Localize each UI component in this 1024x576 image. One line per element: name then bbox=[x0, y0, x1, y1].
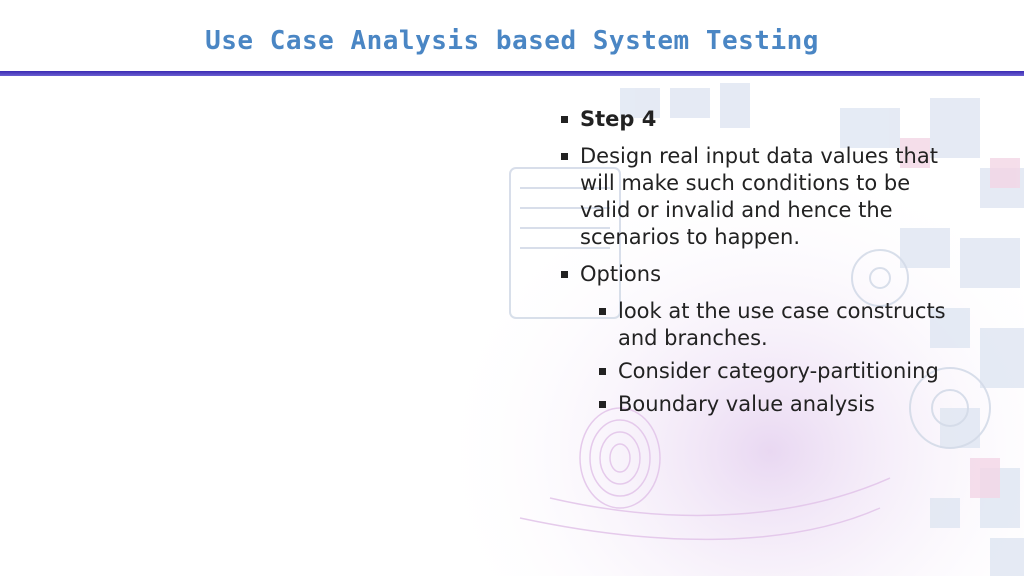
bullet-text: Step 4 bbox=[580, 107, 657, 131]
bullet-square-icon bbox=[561, 116, 568, 123]
sub-bullet-item: look at the use case constructs and bran… bbox=[598, 298, 960, 352]
sub-bullet-text: Boundary value analysis bbox=[618, 392, 875, 416]
sub-bullet-text: Consider category-partitioning bbox=[618, 359, 939, 383]
sub-bullet-item: Consider category-partitioning bbox=[598, 358, 960, 385]
bullet-square-icon bbox=[599, 368, 606, 375]
bullet-square-icon bbox=[599, 308, 606, 315]
bullet-square-icon bbox=[561, 153, 568, 160]
sub-bullet-item: Boundary value analysis bbox=[598, 391, 960, 418]
title-underline bbox=[0, 71, 1024, 76]
sub-bullet-list: look at the use case constructs and bran… bbox=[598, 298, 960, 418]
bullet-item-step: Step 4 bbox=[560, 106, 960, 133]
bullet-square-icon bbox=[561, 271, 568, 278]
bullet-content: Step 4 Design real input data values tha… bbox=[560, 106, 960, 424]
bullet-text: Options bbox=[580, 262, 662, 286]
bullet-square-icon bbox=[599, 401, 606, 408]
sub-bullet-text: look at the use case constructs and bran… bbox=[618, 299, 946, 350]
page-title: Use Case Analysis based System Testing bbox=[205, 26, 819, 56]
tech-collage-background bbox=[460, 78, 1024, 576]
bullet-item-design: Design real input data values that will … bbox=[560, 143, 960, 251]
bullet-list: Step 4 Design real input data values tha… bbox=[560, 106, 960, 288]
bullet-item-options: Options bbox=[560, 261, 960, 288]
bullet-text: Design real input data values that will … bbox=[580, 144, 938, 249]
